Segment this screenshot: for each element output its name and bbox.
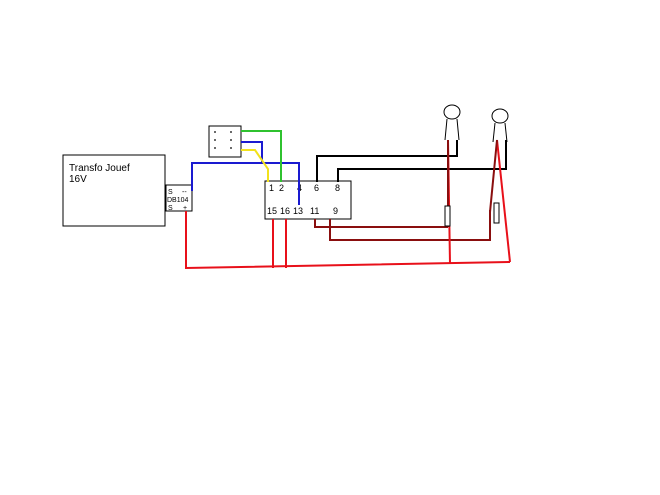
bridge-name: DB104	[167, 197, 189, 204]
bridge-pin-s-bottom: S	[168, 205, 173, 212]
bridge-pin-s-top: S	[168, 189, 173, 196]
bridge-pin-minus: --	[182, 189, 187, 196]
transformer-voltage: 16V	[69, 174, 87, 185]
resistor-left	[444, 205, 451, 227]
module-pin-13: 13	[293, 206, 303, 216]
wire-darkred-right-stem	[489, 139, 498, 213]
wires	[185, 130, 511, 270]
transformer: Transfo Jouef 16V	[62, 154, 166, 227]
module-pin-15: 15	[267, 206, 277, 216]
module-pin-1: 1	[269, 183, 274, 193]
bulb-right-head	[491, 108, 509, 124]
module-pin-6: 6	[314, 183, 319, 193]
bulb-left	[443, 104, 461, 141]
wire-darkred-pin11	[314, 219, 448, 228]
wire-blue-connector	[241, 141, 263, 163]
transformer-box	[62, 154, 166, 227]
wire-green	[241, 130, 282, 182]
wire-red-right-bulb	[496, 139, 511, 263]
wire-yellow	[241, 149, 269, 182]
module-pin-9: 9	[333, 206, 338, 216]
bridge-pin-plus: +	[183, 205, 187, 212]
module-pin-11: 11	[310, 206, 319, 216]
module-box	[264, 180, 352, 220]
bridge-rectifier: S -- DB104 S +	[165, 184, 193, 212]
wire-red-bus	[185, 211, 511, 270]
wire-black-pin6	[316, 140, 458, 182]
wire-blue-bridge	[191, 162, 300, 205]
module-pin-2: 2	[279, 183, 284, 193]
module: 1 2 4 6 8 15 16 13 11 9	[264, 180, 352, 220]
module-pin-16: 16	[280, 206, 290, 216]
bridge-box	[165, 184, 193, 212]
module-pin-8: 8	[335, 183, 340, 193]
connector-block	[208, 125, 242, 158]
connector-box	[208, 125, 242, 158]
transformer-label: Transfo Jouef	[69, 163, 130, 174]
bulb-right	[491, 108, 509, 143]
wire-darkred-pin9	[329, 210, 491, 241]
bulb-left-head	[443, 104, 461, 120]
resistor-right	[493, 202, 500, 224]
wire-black-pin8	[337, 140, 507, 182]
